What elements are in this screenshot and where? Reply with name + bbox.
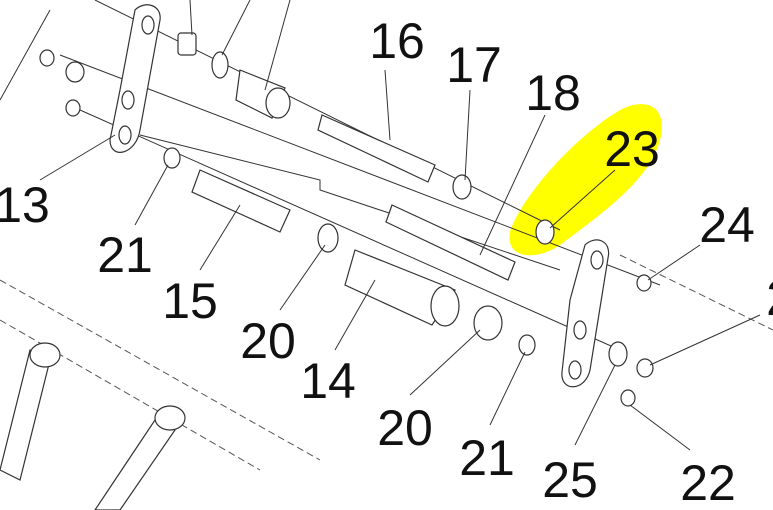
arm-right — [94, 419, 176, 510]
label-15: 15 — [162, 273, 218, 329]
highlight-part-23 — [509, 104, 662, 256]
label-21: 21 — [97, 227, 153, 283]
label-20-b: 20 — [377, 400, 433, 456]
label-17: 17 — [446, 37, 502, 93]
label-16: 16 — [369, 13, 425, 69]
label-2-cut: 2 — [766, 270, 773, 326]
label-14: 14 — [300, 353, 356, 409]
label-24: 24 — [699, 197, 755, 253]
leader-lines — [0, 0, 761, 451]
hardware — [39, 32, 654, 407]
label-13: 13 — [0, 177, 50, 233]
label-18: 18 — [525, 65, 581, 121]
link-plate-right — [561, 239, 610, 388]
label-22: 22 — [680, 455, 736, 510]
pins-and-spacers — [191, 69, 516, 327]
label-20: 20 — [240, 313, 296, 369]
bushing-23 — [535, 219, 555, 245]
arm-left — [0, 349, 51, 481]
link-plate-left — [109, 4, 161, 153]
label-23: 23 — [604, 121, 660, 177]
label-21-b: 21 — [459, 430, 515, 486]
label-25: 25 — [542, 452, 598, 508]
